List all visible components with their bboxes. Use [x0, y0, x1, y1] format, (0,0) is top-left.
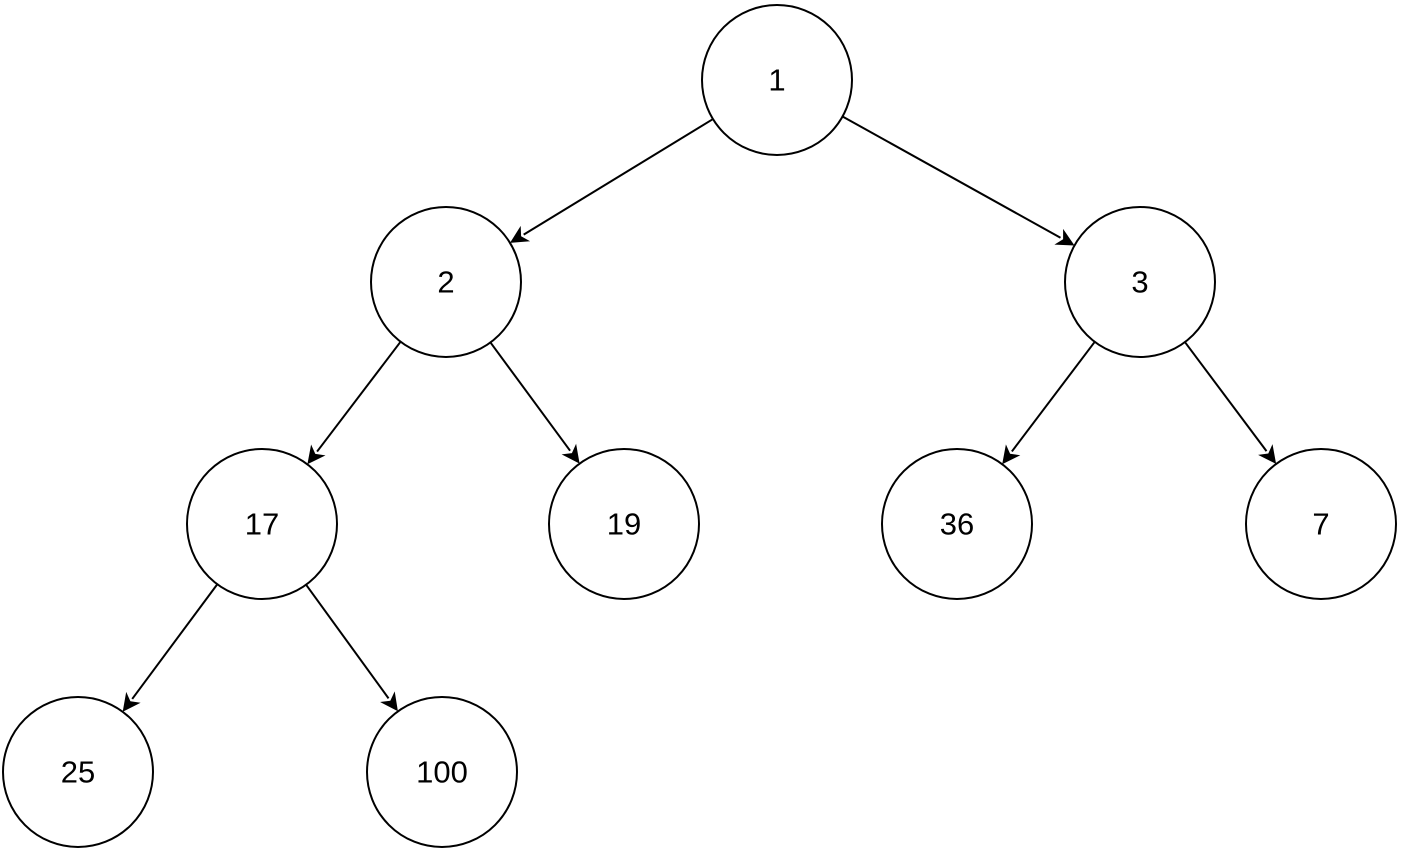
- edge-line: [131, 583, 219, 700]
- edge-line: [1184, 341, 1268, 452]
- tree-node: 7: [1245, 448, 1397, 600]
- edge-arrow: [1184, 341, 1277, 464]
- edge-arrow: [122, 583, 219, 712]
- node-label: 100: [416, 755, 468, 790]
- node-circle: [186, 448, 338, 600]
- node-label: 7: [1312, 507, 1329, 542]
- node-circle: [881, 448, 1033, 600]
- edge-arrow: [307, 341, 402, 465]
- edge-line: [316, 341, 402, 453]
- tree-node: 3: [1064, 206, 1216, 358]
- arrow-head: [122, 691, 141, 712]
- edge-line: [842, 115, 1061, 239]
- arrow-head: [1002, 444, 1021, 465]
- edge-arrow: [489, 341, 580, 464]
- tree-node: 25: [2, 696, 154, 848]
- edge-arrow: [842, 115, 1075, 246]
- edge-line: [523, 118, 714, 236]
- tree-node: 1: [701, 4, 853, 156]
- node-circle: [701, 4, 853, 156]
- node-circle: [1064, 206, 1216, 358]
- node-label: 25: [61, 755, 95, 790]
- node-label: 36: [940, 507, 974, 542]
- edge-line: [305, 584, 390, 699]
- edge-arrow: [1002, 341, 1096, 465]
- node-circle: [366, 696, 518, 848]
- node-label: 2: [437, 265, 454, 300]
- edge-arrow: [510, 118, 714, 243]
- tree-node: 36: [881, 448, 1033, 600]
- arrow-head: [561, 443, 580, 464]
- node-label: 19: [607, 507, 641, 542]
- edge-line: [1011, 341, 1096, 453]
- tree-node: 17: [186, 448, 338, 600]
- node-label: 17: [245, 507, 279, 542]
- arrow-head: [1054, 228, 1075, 246]
- edge-arrow: [305, 584, 398, 712]
- arrow-head: [307, 444, 326, 465]
- arrow-head: [510, 225, 531, 243]
- node-circle: [1245, 448, 1397, 600]
- tree-node: 100: [366, 696, 518, 848]
- node-circle: [370, 206, 522, 358]
- arrow-head: [1258, 444, 1277, 464]
- arrow-head: [380, 691, 398, 712]
- node-label: 1: [768, 63, 785, 98]
- node-circle: [2, 696, 154, 848]
- node-label: 3: [1131, 265, 1148, 300]
- node-circle: [548, 448, 700, 600]
- tree-node: 2: [370, 206, 522, 358]
- edge-line: [489, 341, 571, 452]
- tree-node: 19: [548, 448, 700, 600]
- edges: [122, 115, 1277, 712]
